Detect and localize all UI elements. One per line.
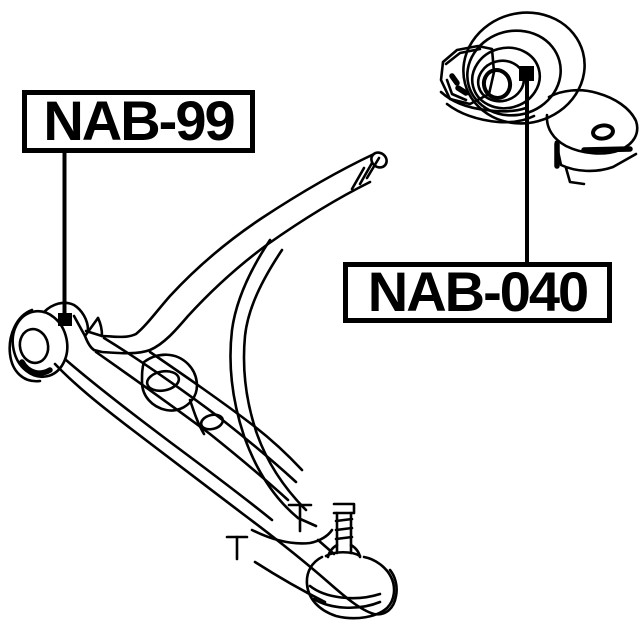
arm-small-hole xyxy=(199,413,225,431)
arm-bolt-fitting-right xyxy=(287,503,313,533)
bracket-tab xyxy=(545,88,639,155)
arm-threaded-tip xyxy=(350,151,388,191)
bushing-face-plate xyxy=(439,44,496,106)
callout-marker-front-bushing xyxy=(58,313,72,326)
ball-joint xyxy=(305,502,396,620)
arm-body-right-edge-inner xyxy=(242,248,308,512)
arm-bolt-fitting-left xyxy=(225,535,249,561)
arm-rib-lines xyxy=(64,336,304,522)
ball-joint-boot xyxy=(305,555,396,620)
part-label-nab-040: NAB-040 xyxy=(343,262,612,323)
ball-joint-stud-cap xyxy=(332,502,356,515)
arm-gusset xyxy=(72,314,104,352)
bushing-hump-edge xyxy=(42,301,90,332)
part-label-nab-99: NAB-99 xyxy=(22,90,255,153)
part-label-nab-040-text: NAB-040 xyxy=(367,259,589,323)
part-label-nab-99-text: NAB-99 xyxy=(43,88,235,152)
callout-marker-rear-bushing xyxy=(519,66,534,81)
bushing-lower-lip xyxy=(439,90,536,124)
arm-body-left-edge xyxy=(53,362,398,616)
callout-nab-040-leader xyxy=(519,66,534,266)
control-arm-drawing xyxy=(8,151,398,620)
arm-body-right-edge-outer xyxy=(229,238,318,528)
bracket-bolt-hole xyxy=(591,123,615,141)
callout-nab-99-leader xyxy=(58,148,72,326)
rear-arm-bushing-with-bracket xyxy=(439,11,639,186)
arm-tip-plateau-edge xyxy=(250,528,334,545)
arm-tip-inner-curve xyxy=(253,560,327,604)
bushing-ring-outer xyxy=(462,11,586,125)
bracket-foot xyxy=(554,140,638,186)
arm-tip-slope xyxy=(316,538,336,556)
arm-large-hole xyxy=(140,353,206,436)
arm-strut-lower-edge xyxy=(92,180,372,355)
arm-strut-upper-edge xyxy=(84,152,376,339)
front-arm-bushing xyxy=(8,301,90,383)
